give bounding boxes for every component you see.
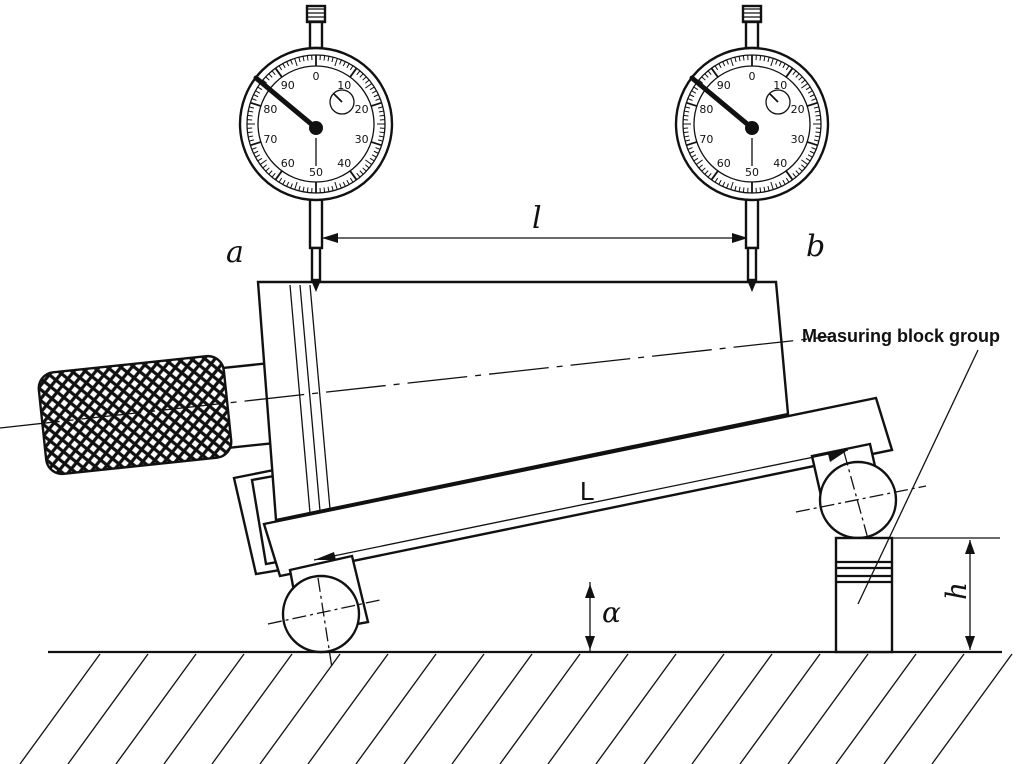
dial-b-dial-number: 50: [745, 166, 759, 179]
gauge-block-stack: [834, 536, 894, 654]
gauge-distance-dimension: l: [322, 201, 748, 243]
dial-a-dial-number: 70: [263, 133, 277, 146]
dial-a-dial-number: 20: [355, 103, 369, 116]
dial-a-dial-number: 0: [313, 70, 320, 83]
dial-b-dial-number: 90: [717, 79, 731, 92]
point-b-label: b: [806, 229, 825, 264]
dial-b-dial-number: 30: [791, 133, 805, 146]
dial-a-dial-number: 80: [263, 103, 277, 116]
dial-a-dial-number: 60: [281, 157, 295, 170]
centre-line: [0, 335, 837, 429]
point-a-label: a: [226, 235, 244, 270]
dial-a-dial-number: 30: [355, 133, 369, 146]
gauge-distance-label: l: [532, 201, 542, 236]
left-roller: [267, 574, 381, 669]
dial-a-dial-number: 10: [337, 79, 351, 92]
dial-b-dial-number: 40: [773, 157, 787, 170]
dial-b-dial-number: 20: [791, 103, 805, 116]
roller-distance-dimension: L: [313, 449, 849, 561]
dial-b-dial-number: 70: [699, 133, 713, 146]
measuring-block-group-callout: Measuring block group: [802, 326, 1000, 605]
dial-a-dial-number: 50: [309, 166, 323, 179]
dial-indicator-a: 0 10 20 30 40 50 60 70 80 90: [238, 4, 394, 292]
workpiece-block: [256, 280, 790, 522]
knurled-knob: [37, 354, 280, 476]
dial-b-dial-number: 60: [717, 157, 731, 170]
block-height-label: h: [940, 582, 973, 600]
dial-b-dial-number: 10: [773, 79, 787, 92]
block-height-dimension: h: [892, 537, 1000, 650]
roller-distance-label: L: [580, 476, 594, 506]
measuring-block-group-label: Measuring block group: [802, 326, 1000, 346]
dial-indicator-b: 0 10 20 30 40 50 60 70 80 90: [674, 4, 830, 292]
ground-surface: [19, 650, 1013, 764]
dial-a-dial-number: 90: [281, 79, 295, 92]
dial-b-dial-number: 80: [699, 103, 713, 116]
angle-marker: α: [585, 582, 621, 652]
dial-b-dial-number: 0: [749, 70, 756, 83]
dial-a-dial-number: 40: [337, 157, 351, 170]
angle-label: α: [602, 596, 621, 629]
